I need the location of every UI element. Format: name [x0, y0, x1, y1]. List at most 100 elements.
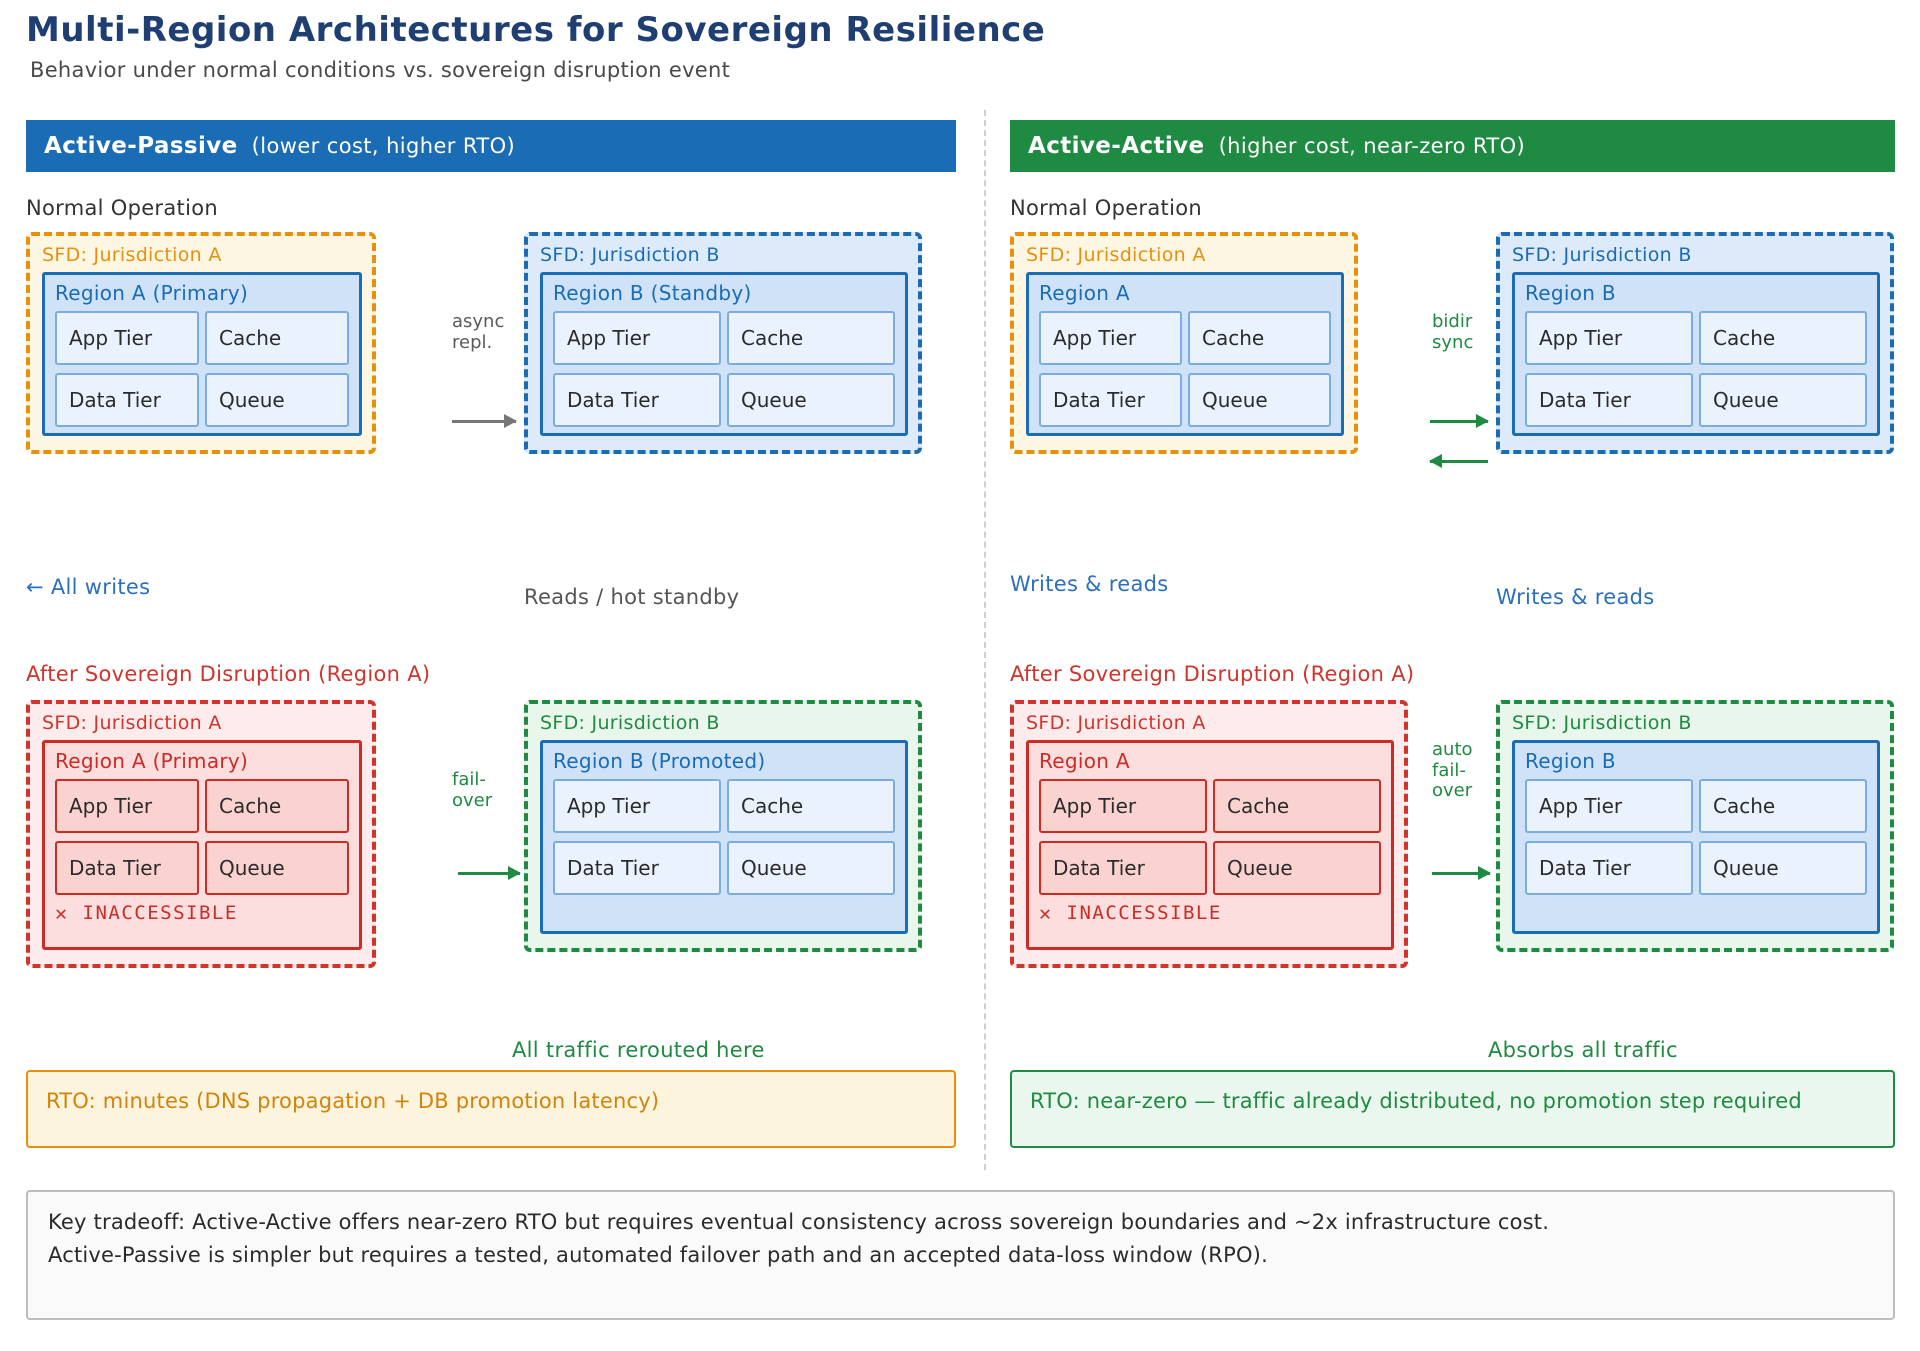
- aa-normal-left-annotation: Writes & reads: [1010, 572, 1169, 596]
- tier-data: Data Tier: [1039, 841, 1207, 895]
- tier-queue: Queue: [1188, 373, 1331, 427]
- tier-cache: Cache: [1188, 311, 1331, 365]
- aa-rto-text: RTO: near-zero — traffic already distrib…: [1030, 1089, 1802, 1113]
- tier-app: App Tier: [1039, 779, 1207, 833]
- caption-aa-disrupted: After Sovereign Disruption (Region A): [1010, 662, 1415, 686]
- ap-normal-region-b: Region B (Standby) App Tier Cache Data T…: [540, 272, 908, 436]
- aa-disrupted-status: ✕ INACCESSIBLE: [1039, 901, 1381, 925]
- aa-disrupted-region-a-label: Region A: [1039, 749, 1130, 773]
- ap-disrupted-region-a: Region A (Primary) App Tier Cache Data T…: [42, 740, 362, 950]
- aa-normal-region-b-label: Region B: [1525, 281, 1616, 305]
- aa-normal-right-annotation: Writes & reads: [1496, 585, 1655, 609]
- tier-cache: Cache: [727, 779, 895, 833]
- ap-normal-connector-label: async repl.: [452, 311, 505, 353]
- tier-cache: Cache: [1213, 779, 1381, 833]
- ap-normal-sfd-a: SFD: Jurisdiction A Region A (Primary) A…: [26, 232, 376, 454]
- aa-normal-region-a-tiers: App Tier Cache Data Tier Queue: [1039, 311, 1331, 427]
- aa-disrupted-connector-label: auto fail- over: [1432, 739, 1473, 802]
- aa-normal-region-b-tiers: App Tier Cache Data Tier Queue: [1525, 311, 1867, 427]
- tier-data: Data Tier: [55, 841, 199, 895]
- ap-disrupted-sfd-a: SFD: Jurisdiction A Region A (Primary) A…: [26, 700, 376, 968]
- page-subtitle: Behavior under normal conditions vs. sov…: [30, 58, 731, 82]
- aa-disrupted-sfd-b: SFD: Jurisdiction B Region B App Tier Ca…: [1496, 700, 1894, 952]
- ap-disrupted-region-b: Region B (Promoted) App Tier Cache Data …: [540, 740, 908, 934]
- tier-queue: Queue: [205, 373, 349, 427]
- ap-rto-text: RTO: minutes (DNS propagation + DB promo…: [46, 1089, 660, 1113]
- ap-normal-region-b-label: Region B (Standby): [553, 281, 752, 305]
- ap-normal-sfd-b: SFD: Jurisdiction B Region B (Standby) A…: [524, 232, 922, 454]
- ap-normal-region-a-tiers: App Tier Cache Data Tier Queue: [55, 311, 349, 427]
- tier-app: App Tier: [1525, 779, 1693, 833]
- ap-disrupted-status: ✕ INACCESSIBLE: [55, 901, 349, 925]
- ap-disrupted-region-b-tiers: App Tier Cache Data Tier Queue: [553, 779, 895, 895]
- banner-active-passive-note: (lower cost, higher RTO): [251, 134, 516, 158]
- ap-normal-sfd-a-label: SFD: Jurisdiction A: [42, 244, 222, 266]
- aa-disrupted-region-a-tiers: App Tier Cache Data Tier Queue: [1039, 779, 1381, 895]
- aa-normal-sfd-a-label: SFD: Jurisdiction A: [1026, 244, 1206, 266]
- banner-active-passive: Active-Passive (lower cost, higher RTO): [26, 120, 956, 172]
- banner-active-active-note: (higher cost, near-zero RTO): [1218, 134, 1526, 158]
- tier-queue: Queue: [727, 841, 895, 895]
- aa-disrupted-sfd-a: SFD: Jurisdiction A Region A App Tier Ca…: [1010, 700, 1408, 968]
- tier-queue: Queue: [1699, 373, 1867, 427]
- ap-normal-region-a: Region A (Primary) App Tier Cache Data T…: [42, 272, 362, 436]
- tier-app: App Tier: [55, 311, 199, 365]
- aa-rto-box: RTO: near-zero — traffic already distrib…: [1010, 1070, 1895, 1148]
- tier-data: Data Tier: [553, 841, 721, 895]
- tier-data: Data Tier: [1039, 373, 1182, 427]
- aa-disrupted-region-b: Region B App Tier Cache Data Tier Queue: [1512, 740, 1880, 934]
- aa-normal-connector-label: bidir sync: [1432, 311, 1474, 353]
- ap-normal-right-annotation: Reads / hot standby: [524, 585, 740, 609]
- aa-disrupted-region-b-tiers: App Tier Cache Data Tier Queue: [1525, 779, 1867, 895]
- ap-disrupted-region-a-label: Region A (Primary): [55, 749, 249, 773]
- page-title: Multi-Region Architectures for Sovereign…: [26, 10, 1046, 50]
- tier-app: App Tier: [553, 779, 721, 833]
- ap-disrupted-sfd-b: SFD: Jurisdiction B Region B (Promoted) …: [524, 700, 922, 952]
- aa-normal-region-a-label: Region A: [1039, 281, 1130, 305]
- tier-cache: Cache: [205, 779, 349, 833]
- banner-active-active: Active-Active (higher cost, near-zero RT…: [1010, 120, 1895, 172]
- ap-disrupted-right-annotation: All traffic rerouted here: [512, 1038, 765, 1062]
- ap-disrupted-sfd-a-label: SFD: Jurisdiction A: [42, 712, 222, 734]
- aa-normal-sfd-b: SFD: Jurisdiction B Region B App Tier Ca…: [1496, 232, 1894, 454]
- tier-data: Data Tier: [1525, 841, 1693, 895]
- aa-normal-sfd-a: SFD: Jurisdiction A Region A App Tier Ca…: [1010, 232, 1358, 454]
- tier-cache: Cache: [205, 311, 349, 365]
- tier-app: App Tier: [1039, 311, 1182, 365]
- aa-disrupted-sfd-b-label: SFD: Jurisdiction B: [1512, 712, 1692, 734]
- tier-cache: Cache: [727, 311, 895, 365]
- ap-normal-sfd-b-label: SFD: Jurisdiction B: [540, 244, 720, 266]
- key-tradeoff-line-2: Active-Passive is simpler but requires a…: [48, 1242, 1268, 1267]
- ap-disrupted-region-b-label: Region B (Promoted): [553, 749, 766, 773]
- tier-cache: Cache: [1699, 779, 1867, 833]
- banner-active-passive-title: Active-Passive: [44, 133, 238, 159]
- caption-ap-normal: Normal Operation: [26, 196, 218, 220]
- aa-normal-region-b: Region B App Tier Cache Data Tier Queue: [1512, 272, 1880, 436]
- ap-disrupted-region-a-tiers: App Tier Cache Data Tier Queue: [55, 779, 349, 895]
- tier-cache: Cache: [1699, 311, 1867, 365]
- caption-aa-normal: Normal Operation: [1010, 196, 1202, 220]
- x-mark-icon: ✕: [1039, 901, 1053, 925]
- key-tradeoff-line-1: Key tradeoff: Active-Active offers near-…: [48, 1210, 1550, 1234]
- aa-normal-region-a: Region A App Tier Cache Data Tier Queue: [1026, 272, 1344, 436]
- tier-app: App Tier: [1525, 311, 1693, 365]
- aa-normal-sfd-b-label: SFD: Jurisdiction B: [1512, 244, 1692, 266]
- x-mark-icon: ✕: [55, 901, 69, 925]
- aa-disrupted-status-label: INACCESSIBLE: [1066, 902, 1222, 924]
- tier-data: Data Tier: [553, 373, 721, 427]
- ap-disrupted-connector-label: fail- over: [452, 769, 493, 811]
- ap-normal-left-annotation: ← All writes: [26, 575, 151, 599]
- aa-disrupted-sfd-a-label: SFD: Jurisdiction A: [1026, 712, 1206, 734]
- banner-active-active-title: Active-Active: [1028, 133, 1205, 159]
- panel-divider: [984, 110, 986, 1170]
- ap-normal-region-b-tiers: App Tier Cache Data Tier Queue: [553, 311, 895, 427]
- aa-disrupted-right-annotation: Absorbs all traffic: [1488, 1038, 1678, 1062]
- tier-app: App Tier: [553, 311, 721, 365]
- tier-queue: Queue: [1213, 841, 1381, 895]
- ap-disrupted-sfd-b-label: SFD: Jurisdiction B: [540, 712, 720, 734]
- aa-disrupted-region-a: Region A App Tier Cache Data Tier Queue …: [1026, 740, 1394, 950]
- aa-disrupted-region-b-label: Region B: [1525, 749, 1616, 773]
- key-tradeoff-box: Key tradeoff: Active-Active offers near-…: [26, 1190, 1895, 1320]
- tier-queue: Queue: [205, 841, 349, 895]
